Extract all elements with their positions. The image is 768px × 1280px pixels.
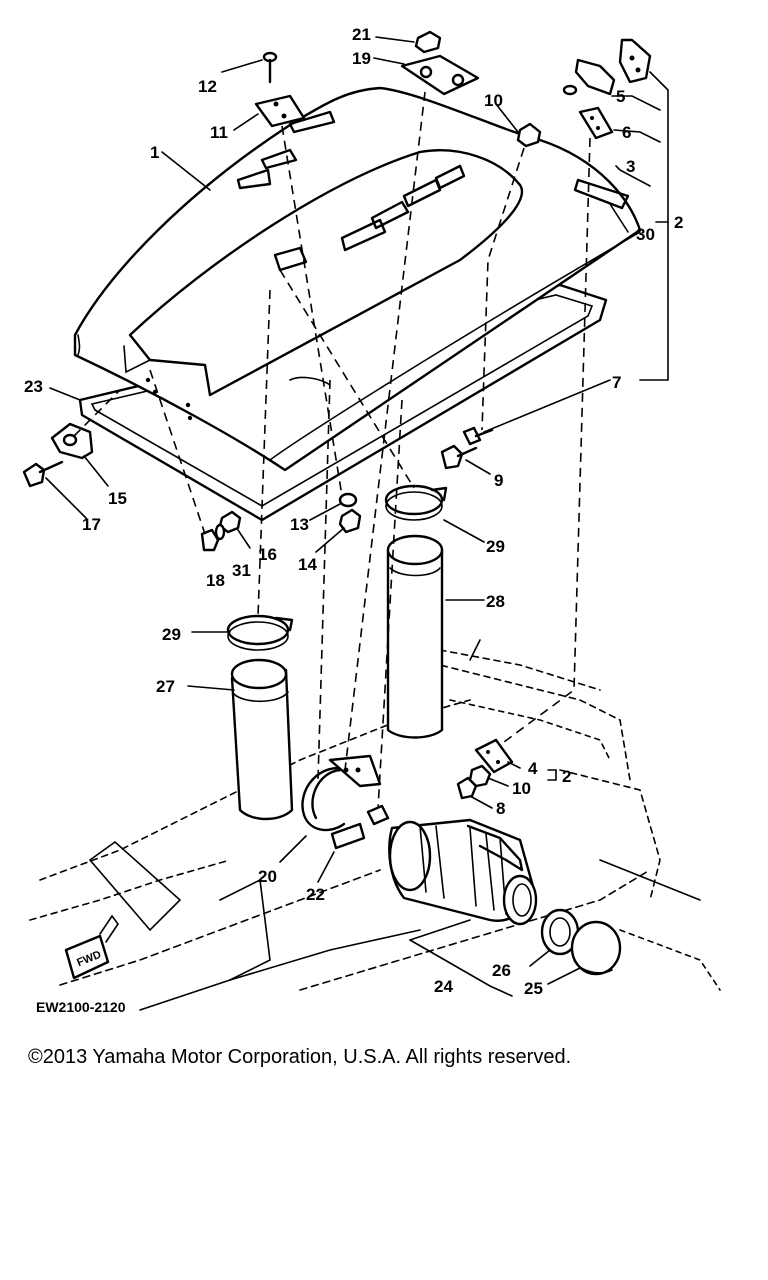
callout-24: 24 (434, 977, 453, 996)
callout-11: 11 (210, 123, 228, 142)
part-25-cap (570, 920, 622, 976)
part-5-hinge (562, 58, 616, 96)
part-1-hood-cover (73, 86, 642, 472)
part-15-latch (50, 422, 94, 460)
part-7-bolt (462, 426, 494, 446)
part-29-clamp-right (384, 484, 448, 521)
callout-20: 20 (258, 867, 277, 886)
callout-10-lower: 10 (512, 779, 531, 798)
assembly-lines (73, 91, 591, 809)
callout-2: 2 (674, 213, 683, 232)
callout-3: 3 (626, 157, 635, 176)
part-10-bushing-top (516, 122, 542, 148)
copyright-notice: ©2013 Yamaha Motor Corporation, U.S.A. A… (28, 1046, 572, 1068)
callout-12: 12 (198, 77, 217, 96)
fwd-tag: FWD (64, 914, 119, 980)
part-8-bolt (456, 776, 478, 800)
part-11-plate (254, 94, 306, 128)
callout-13: 13 (290, 515, 309, 534)
part-13-washer (338, 492, 358, 508)
part-30-trim-strip (573, 178, 630, 210)
callout-29-right: 29 (486, 537, 505, 556)
callout-10: 10 (484, 91, 503, 110)
callout-30: 30 (636, 225, 655, 244)
part-4-plate (474, 738, 514, 774)
callout-27: 27 (156, 677, 175, 696)
part-3-hinge-plate (578, 106, 614, 140)
callout-7: 7 (612, 373, 621, 392)
callout-18: 18 (206, 571, 225, 590)
callout-4: 4 (528, 759, 538, 778)
callout-5: 5 (616, 87, 625, 106)
callout-29-left: 29 (162, 625, 181, 644)
callout-9: 9 (494, 471, 503, 490)
part-21-nut (414, 30, 442, 54)
part-31-washer (214, 523, 226, 541)
part-24-vent-assembly (388, 818, 538, 926)
callout-16: 16 (258, 545, 277, 564)
callout-22: 22 (306, 885, 325, 904)
callout-17: 17 (82, 515, 101, 534)
part-9-bolt (440, 444, 478, 470)
callout-1: 1 (150, 143, 159, 162)
callout-2-lower: 2 (562, 767, 571, 786)
part-18-bushing (200, 528, 220, 552)
callout-28: 28 (486, 592, 505, 611)
callout-8: 8 (496, 799, 505, 818)
callout-31: 31 (232, 561, 251, 580)
callout-21: 21 (352, 25, 371, 44)
part-22-clip (366, 804, 390, 826)
callout-15: 15 (108, 489, 127, 508)
part-26-o-ring (540, 908, 580, 956)
part-17-bolt (22, 460, 64, 488)
leader-lines (45, 36, 669, 997)
callout-23: 23 (24, 377, 43, 396)
part-14-nut (338, 508, 362, 534)
callout-19: 19 (352, 49, 371, 68)
parts-exploded-diagram: FWD (22, 25, 721, 1015)
drawing-code: EW2100-2120 (36, 999, 126, 1015)
part-27-duct (230, 658, 294, 821)
part-20-ring-bracket (301, 754, 382, 832)
callouts: 1 2 2 3 4 5 6 7 8 9 10 10 11 12 13 14 15… (24, 25, 683, 998)
part-12-screw (262, 51, 278, 84)
part-22-plate (330, 822, 366, 850)
callout-14: 14 (298, 555, 317, 574)
callout-6: 6 (622, 123, 631, 142)
part-19-cap-plate (400, 54, 480, 96)
part-29-clamp-left (226, 614, 294, 651)
callout-25: 25 (524, 979, 543, 998)
part-28-duct (386, 534, 444, 739)
part-6-bracket (618, 38, 652, 84)
callout-26: 26 (492, 961, 511, 980)
